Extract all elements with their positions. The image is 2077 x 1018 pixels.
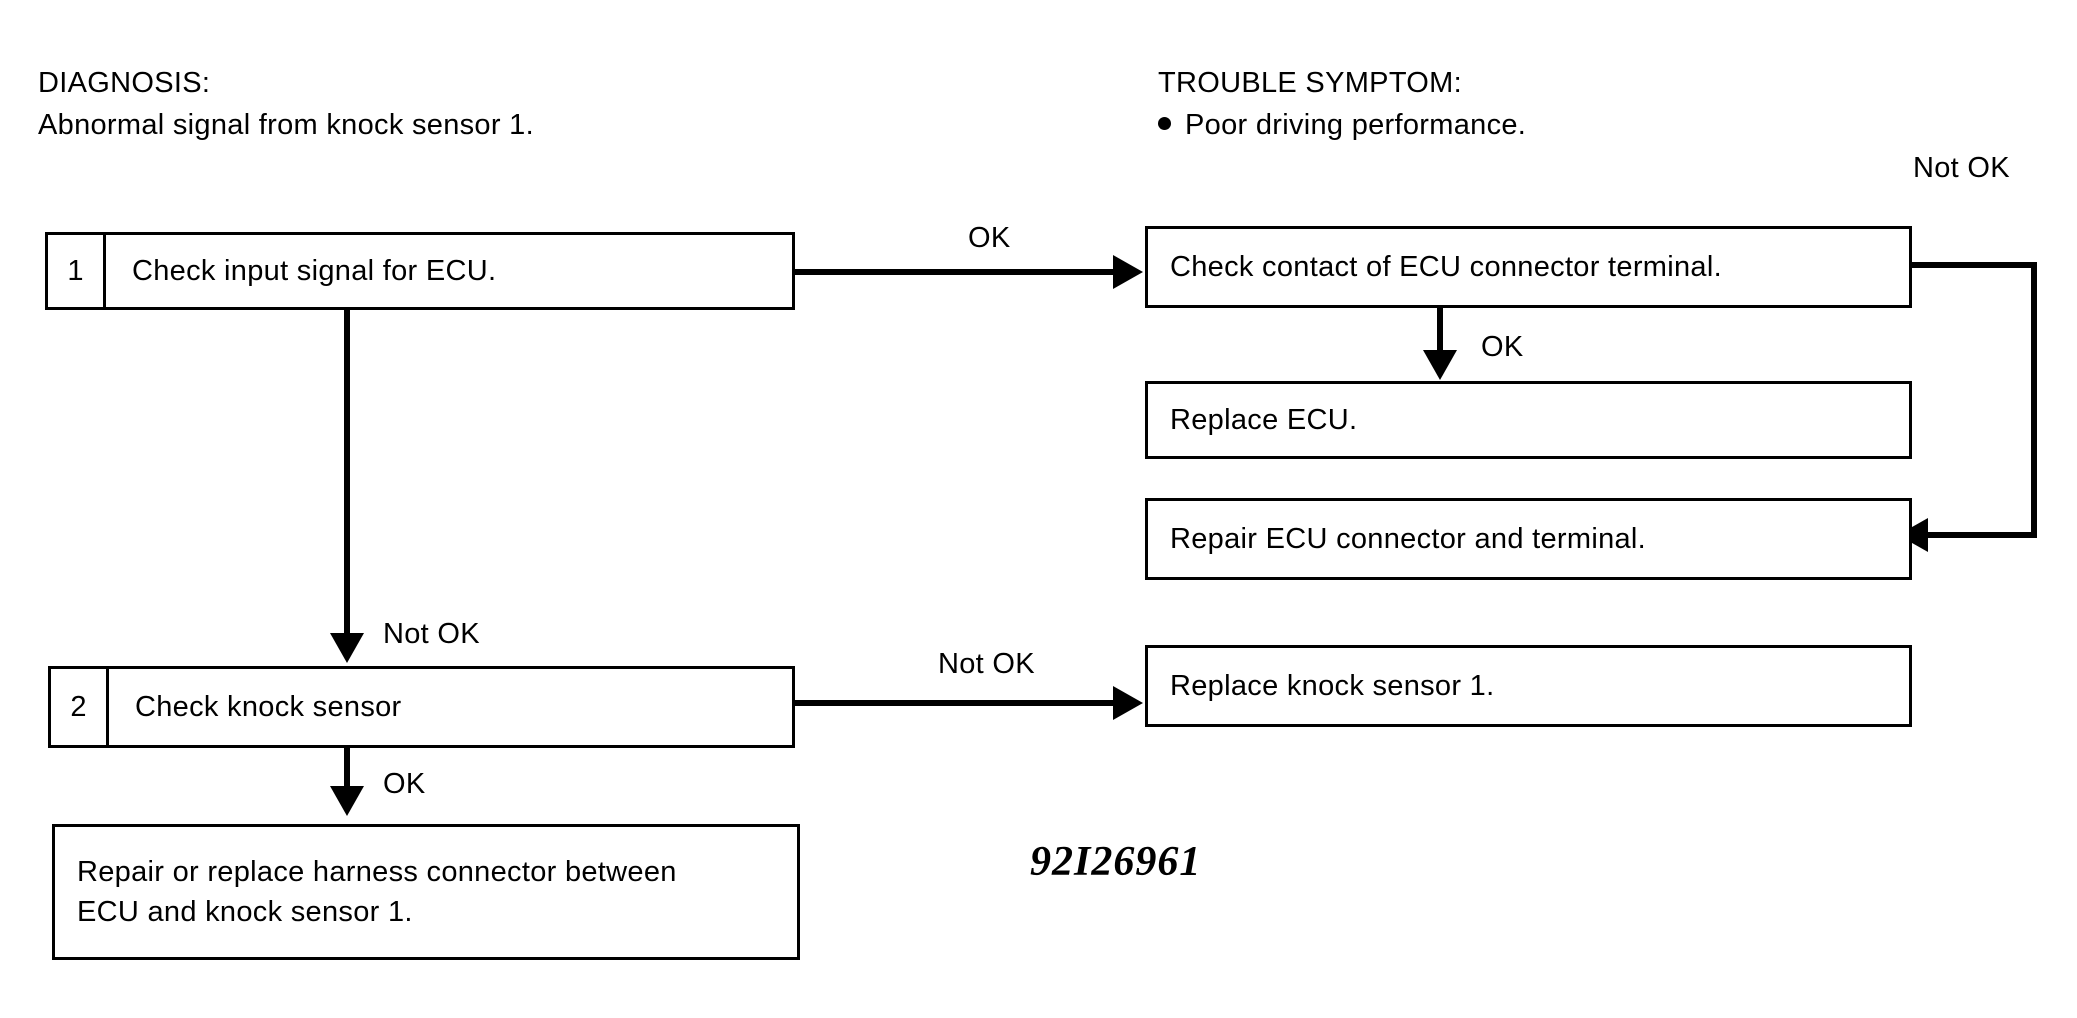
replace-knock-sensor-box[interactable]: Replace knock sensor 1. [1145, 645, 1912, 727]
step1-ok-arrowhead [1113, 255, 1143, 289]
trouble-symptom-item-label: Poor driving performance. [1185, 109, 1527, 141]
step2-notok-connector-line [795, 700, 1115, 706]
check-contact-ok-connector-line [1437, 308, 1443, 355]
repair-harness-label: Repair or replace harness connector betw… [77, 856, 677, 928]
replace-knock-sensor-label: Replace knock sensor 1. [1170, 670, 1495, 702]
step-1-label: Check input signal for ECU. [132, 255, 497, 287]
trouble-symptom-block: TROUBLE SYMPTOM: Poor driving performanc… [1158, 62, 1526, 146]
check-contact-box[interactable]: Check contact of ECU connector terminal. [1145, 226, 1912, 308]
trouble-symptom-title: TROUBLE SYMPTOM: [1158, 67, 1462, 99]
step1-ok-connector-line [795, 269, 1115, 275]
diagnosis-text: Abnormal signal from knock sensor 1. [38, 109, 534, 141]
check-contact-notok-label: Not OK [1913, 152, 2010, 184]
repair-ecu-connector-box[interactable]: Repair ECU connector and terminal. [1145, 498, 1912, 580]
step2-notok-arrowhead [1113, 686, 1143, 720]
figure-number: 92I26961 [1030, 839, 1202, 885]
step1-notok-label: Not OK [383, 618, 480, 650]
step-1-box[interactable]: 1 Check input signal for ECU. [45, 232, 795, 310]
step-2-label: Check knock sensor [135, 691, 402, 723]
bullet-icon [1158, 117, 1171, 130]
step1-notok-connector-line [344, 310, 350, 635]
check-contact-label: Check contact of ECU connector terminal. [1170, 251, 1722, 283]
diagnosis-title: DIAGNOSIS: [38, 67, 211, 99]
repair-ecu-connector-label: Repair ECU connector and terminal. [1170, 523, 1647, 555]
diagnosis-block: DIAGNOSIS: Abnormal signal from knock se… [38, 62, 534, 146]
step-1-number: 1 [48, 235, 106, 307]
check-contact-notok-top-segment [1909, 262, 2037, 268]
replace-ecu-box[interactable]: Replace ECU. [1145, 381, 1912, 459]
check-contact-notok-bottom-segment [1925, 532, 2037, 538]
check-contact-ok-arrowhead [1423, 350, 1457, 380]
check-contact-ok-label: OK [1481, 331, 1524, 363]
trouble-symptom-item: Poor driving performance. [1158, 104, 1526, 146]
step1-ok-label: OK [968, 222, 1011, 254]
check-contact-notok-vertical-segment [2031, 262, 2037, 538]
step1-notok-arrowhead [330, 633, 364, 663]
repair-harness-box[interactable]: Repair or replace harness connector betw… [52, 824, 800, 960]
step2-notok-label: Not OK [938, 648, 1035, 680]
step-2-box[interactable]: 2 Check knock sensor [48, 666, 795, 748]
step2-ok-label: OK [383, 768, 426, 800]
replace-ecu-label: Replace ECU. [1170, 404, 1358, 436]
step-2-number: 2 [51, 669, 109, 745]
step2-ok-arrowhead [330, 786, 364, 816]
step2-ok-connector-line [344, 748, 350, 790]
